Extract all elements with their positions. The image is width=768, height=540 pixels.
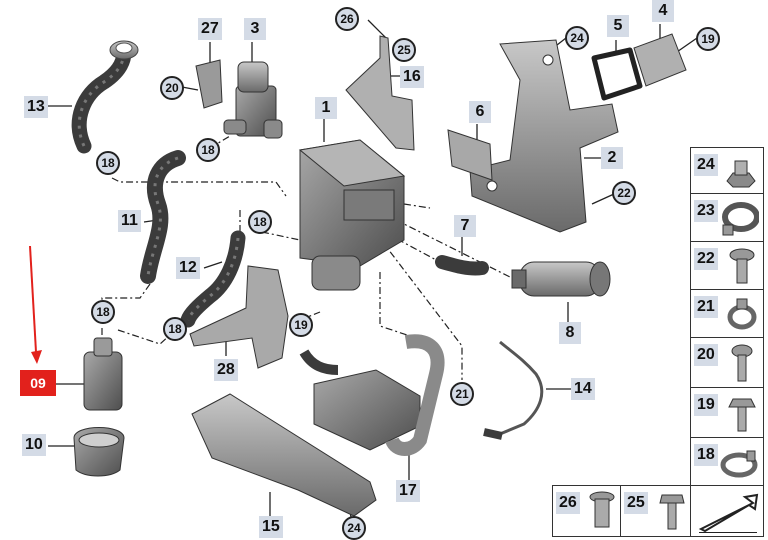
callout-4: 4	[652, 0, 674, 22]
callout-17: 17	[396, 480, 420, 502]
spring-clamp-icon	[720, 450, 758, 478]
panel-cell-18: 18	[690, 437, 764, 487]
circled-ref-24: 24	[565, 26, 589, 50]
panel-cell-23: 23	[690, 193, 764, 243]
hex-bolt-icon	[659, 494, 685, 530]
circled-ref-19: 19	[696, 27, 720, 51]
part-14-pipe	[483, 340, 544, 440]
clamp-icon	[722, 202, 759, 236]
part-7-hose	[435, 255, 489, 276]
callout-11: 11	[118, 210, 141, 232]
part-1-heater	[298, 139, 406, 291]
part-13-hose	[71, 40, 139, 154]
circled-ref-18: 18	[91, 300, 115, 324]
hose-clamp-icon	[727, 298, 757, 330]
circled-ref-18: 18	[196, 138, 220, 162]
rivet-nut-icon	[589, 491, 615, 528]
panel-label-19: 19	[694, 394, 718, 416]
panel-label-22: 22	[694, 248, 718, 270]
part-28-bracket	[189, 265, 289, 369]
panel-label-26: 26	[556, 492, 580, 514]
callout-7: 7	[454, 215, 476, 237]
screw-icon	[729, 248, 755, 284]
panel-label-18: 18	[694, 444, 718, 466]
panel-cell-26: 26	[552, 485, 622, 537]
callout-28: 28	[214, 359, 238, 381]
callout-12: 12	[176, 257, 200, 279]
circled-ref-21: 21	[450, 382, 474, 406]
circled-ref-18: 18	[163, 317, 187, 341]
circled-ref-22: 22	[612, 181, 636, 205]
callout-10: 10	[22, 434, 46, 456]
panel-cell-arrow	[690, 485, 764, 537]
circled-ref-18: 18	[248, 210, 272, 234]
part-15-tray	[191, 393, 377, 517]
callout-15: 15	[259, 516, 283, 538]
part-11-hose	[140, 150, 186, 284]
red-arrow	[29, 245, 42, 364]
flange-bolt-icon	[728, 398, 756, 432]
callout-1: 1	[315, 97, 337, 119]
part-17-exhaust	[299, 334, 445, 456]
callout-14: 14	[571, 378, 595, 400]
panel-cell-22: 22	[690, 241, 764, 291]
nut-icon	[726, 160, 756, 188]
circled-ref-26: 26	[335, 7, 359, 31]
panel-cell-24: 24	[690, 147, 764, 195]
part-6-plate	[447, 129, 493, 181]
panel-label-21: 21	[694, 296, 718, 318]
part-2-bracket	[469, 39, 619, 233]
panel-label-23: 23	[694, 200, 718, 222]
part-27-bracket	[195, 59, 223, 109]
part-10-holder	[73, 427, 125, 477]
circled-ref-20: 20	[160, 76, 184, 100]
callout-13: 13	[24, 96, 48, 118]
panel-label-24: 24	[694, 154, 718, 176]
part-8-muffler	[511, 261, 611, 297]
circled-ref-18: 18	[96, 151, 120, 175]
part-5-gasket	[591, 47, 643, 101]
part-12-hose	[180, 230, 246, 328]
callout-2: 2	[601, 147, 623, 169]
direction-arrow-icon	[698, 493, 759, 533]
circled-ref-24: 24	[342, 516, 366, 540]
panel-label-25: 25	[624, 492, 648, 514]
callout-27: 27	[198, 18, 222, 40]
panel-label-20: 20	[694, 344, 718, 366]
callout-5: 5	[607, 15, 629, 37]
callout-6: 6	[469, 101, 491, 123]
circled-ref-19: 19	[289, 313, 313, 337]
bolt-icon	[731, 344, 753, 382]
callout-8: 8	[559, 322, 581, 344]
callout-3: 3	[244, 18, 266, 40]
part-16-bracket	[345, 35, 415, 151]
panel-cell-25: 25	[620, 485, 692, 537]
panel-cell-21: 21	[690, 289, 764, 339]
highlight-label-09: 09	[20, 370, 56, 396]
panel-cell-19: 19	[690, 387, 764, 439]
part-4-plate	[633, 33, 687, 87]
part-3-valve	[223, 61, 283, 139]
panel-cell-20: 20	[690, 337, 764, 389]
circled-ref-25: 25	[392, 38, 416, 62]
part-09-pump	[83, 337, 123, 411]
callout-16: 16	[400, 66, 424, 88]
